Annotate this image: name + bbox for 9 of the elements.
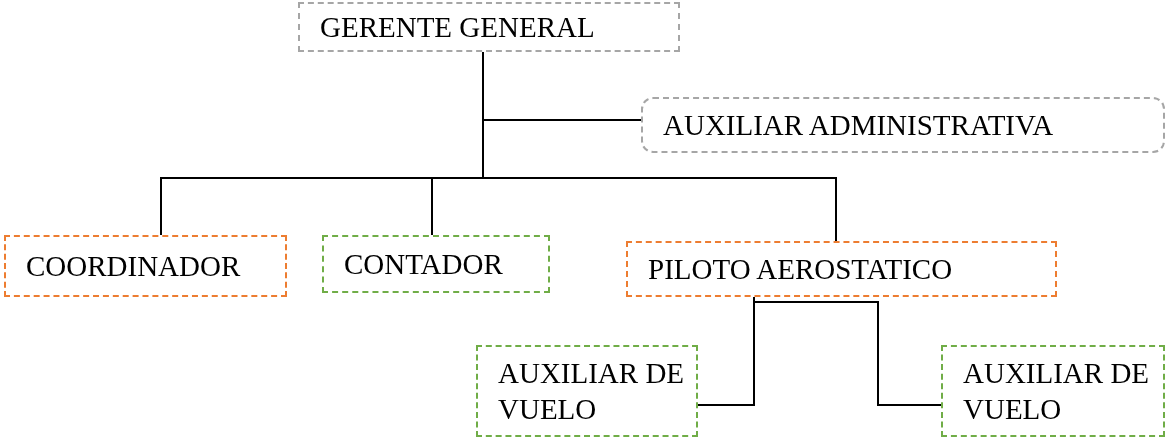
org-chart-box: PILOTO AEROSTATICO xyxy=(626,241,1057,297)
connector-line xyxy=(753,296,942,406)
org-chart-box: GERENTE GENERAL xyxy=(298,2,680,52)
org-chart-box: CONTADOR xyxy=(322,235,550,293)
connector-line xyxy=(482,51,837,242)
org-chart-box: AUXILIAR ADMINISTRATIVA xyxy=(641,97,1165,153)
org-chart-box: AUXILIAR DE VUELO xyxy=(476,345,698,437)
org-chart-box: AUXILIAR DE VUELO xyxy=(941,345,1165,437)
org-chart-box: COORDINADOR xyxy=(4,235,287,297)
